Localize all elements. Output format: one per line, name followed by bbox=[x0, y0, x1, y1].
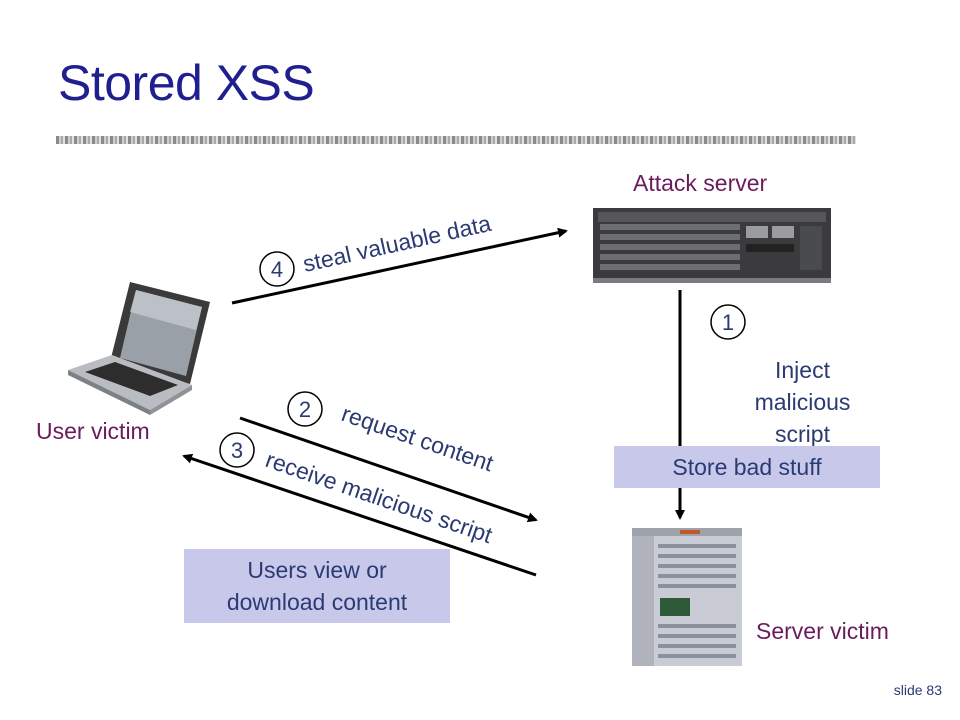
arrow-request-content bbox=[239, 416, 538, 523]
users-view-line-1: Users view or bbox=[247, 557, 387, 583]
step-number-3: 3 bbox=[231, 438, 243, 463]
slide-number: slide 83 bbox=[893, 682, 942, 698]
step-1-label-line-2: malicious bbox=[754, 389, 851, 415]
slide-title: Stored XSS bbox=[58, 55, 315, 111]
arrow-steal-data bbox=[231, 227, 568, 305]
step-circle-2: 2 bbox=[287, 391, 323, 427]
step-1-label-line-1: Inject bbox=[775, 357, 830, 383]
step-circle-4: 4 bbox=[259, 251, 295, 287]
step-circle-3: 3 bbox=[219, 432, 255, 468]
step-2-label: request content bbox=[338, 400, 497, 476]
step-1-label-line-3: script bbox=[775, 421, 830, 447]
step-1-label: Inject malicious script bbox=[745, 354, 860, 450]
server-victim-label: Server victim bbox=[756, 618, 889, 644]
step-circle-1: 1 bbox=[710, 304, 746, 340]
store-bad-stuff-box: Store bad stuff bbox=[614, 446, 880, 488]
users-view-line-2: download content bbox=[226, 589, 408, 615]
user-victim-label: User victim bbox=[36, 418, 150, 444]
attack-server-label: Attack server bbox=[633, 170, 768, 196]
attack-server-icon bbox=[593, 208, 831, 283]
step-number-4: 4 bbox=[271, 257, 283, 282]
title-divider bbox=[56, 136, 856, 144]
step-number-1: 1 bbox=[722, 310, 734, 335]
step-number-2: 2 bbox=[299, 397, 311, 422]
arrow-receive-script bbox=[182, 453, 537, 577]
users-view-box: Users view or download content bbox=[184, 549, 450, 623]
laptop-icon bbox=[68, 282, 210, 415]
server-victim-icon bbox=[632, 528, 742, 666]
